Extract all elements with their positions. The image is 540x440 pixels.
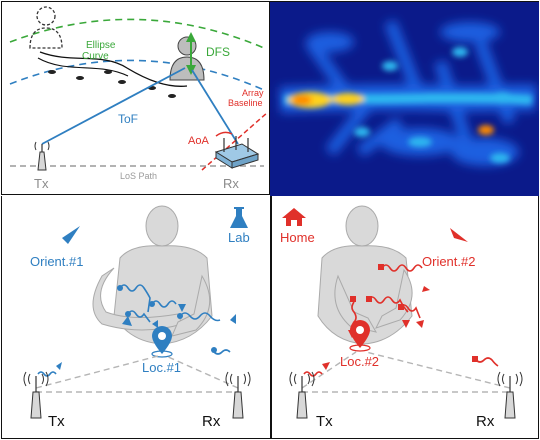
rx-label: Rx bbox=[476, 413, 495, 430]
rx-label: Rx bbox=[202, 413, 221, 430]
rx-signal-point bbox=[472, 356, 478, 362]
trajectory-path-2 bbox=[37, 57, 129, 77]
rx-antenna-icon bbox=[225, 371, 251, 419]
orientation-label: Orient.#2 bbox=[422, 254, 475, 269]
location-label: Loc.#2 bbox=[340, 354, 379, 369]
rx-router-icon bbox=[214, 136, 260, 169]
person-silhouette bbox=[317, 205, 413, 345]
orientation-arrow-icon bbox=[450, 228, 468, 242]
heatmap-panel bbox=[270, 1, 539, 196]
aoa-label: AoA bbox=[188, 135, 209, 147]
reflection-signals bbox=[119, 284, 221, 323]
aoa-arc bbox=[215, 131, 233, 137]
link-triangle bbox=[301, 351, 511, 393]
home-scene: Home Orient.#2 Loc.#2 Tx bbox=[280, 205, 523, 430]
heatmap-core bbox=[283, 47, 533, 163]
tx-signal-arrowhead bbox=[56, 362, 62, 370]
tx-label: Tx bbox=[48, 413, 65, 430]
tof-path-rx bbox=[191, 69, 239, 145]
tx-signal bbox=[37, 371, 57, 377]
rx-antenna-icon bbox=[497, 371, 523, 419]
svg-text:Ellipse Curve: Ellipse Curve bbox=[82, 40, 118, 62]
house-icon bbox=[282, 208, 306, 226]
tx-antenna-icon bbox=[34, 141, 50, 171]
reflection-points bbox=[350, 264, 404, 310]
lab-panel: Lab Orient.#1 Loc.#1 Tx bbox=[1, 196, 271, 439]
tx-label: Tx bbox=[34, 176, 49, 191]
ellipse-curve-inner bbox=[9, 59, 265, 91]
flask-icon bbox=[230, 207, 248, 228]
tx-antenna-icon bbox=[23, 371, 49, 419]
footprints-icon bbox=[48, 70, 176, 98]
dfs-label: DFS bbox=[206, 45, 230, 59]
trajectory-path bbox=[39, 51, 188, 87]
orientation-label: Orient.#1 bbox=[30, 254, 83, 269]
los-label: LoS Path bbox=[120, 171, 157, 181]
tx-signal-arrowhead bbox=[322, 362, 330, 370]
dfs-arrow-head-up bbox=[186, 32, 196, 42]
rx-signal bbox=[213, 349, 231, 355]
ghost-person-icon bbox=[29, 6, 63, 49]
link-triangle bbox=[35, 355, 239, 393]
lab-tag: Lab bbox=[228, 230, 250, 245]
tof-label: ToF bbox=[118, 112, 138, 126]
home-panel: Home Orient.#2 Loc.#2 Tx bbox=[271, 196, 539, 439]
tof-path-tx bbox=[41, 67, 186, 145]
ellipse-label: Ellipse bbox=[86, 40, 116, 51]
rx-label: Rx bbox=[223, 176, 239, 191]
home-tag: Home bbox=[280, 230, 315, 245]
ellipse-label-line2: Curve bbox=[82, 51, 109, 62]
array-baseline bbox=[201, 111, 269, 171]
lab-scene: Lab Orient.#1 Loc.#1 Tx bbox=[23, 205, 251, 430]
tx-signal bbox=[303, 371, 323, 377]
reflection-arrowheads bbox=[122, 304, 236, 328]
rx-signal bbox=[475, 357, 499, 367]
tx-label: Tx bbox=[316, 413, 333, 430]
reflection-points bbox=[117, 285, 183, 319]
location-pin-icon bbox=[349, 320, 371, 352]
ellipse-curve-outer bbox=[9, 18, 265, 49]
orientation-arrow-icon bbox=[62, 226, 80, 244]
person-silhouette bbox=[92, 205, 213, 345]
dfs-arrow-head-down bbox=[186, 65, 196, 75]
tx-antenna-icon bbox=[289, 371, 315, 419]
heatmap-image bbox=[270, 2, 539, 196]
location-pin-icon bbox=[151, 326, 173, 358]
rx-signal-point bbox=[211, 347, 217, 353]
location-label: Loc.#1 bbox=[142, 360, 181, 375]
